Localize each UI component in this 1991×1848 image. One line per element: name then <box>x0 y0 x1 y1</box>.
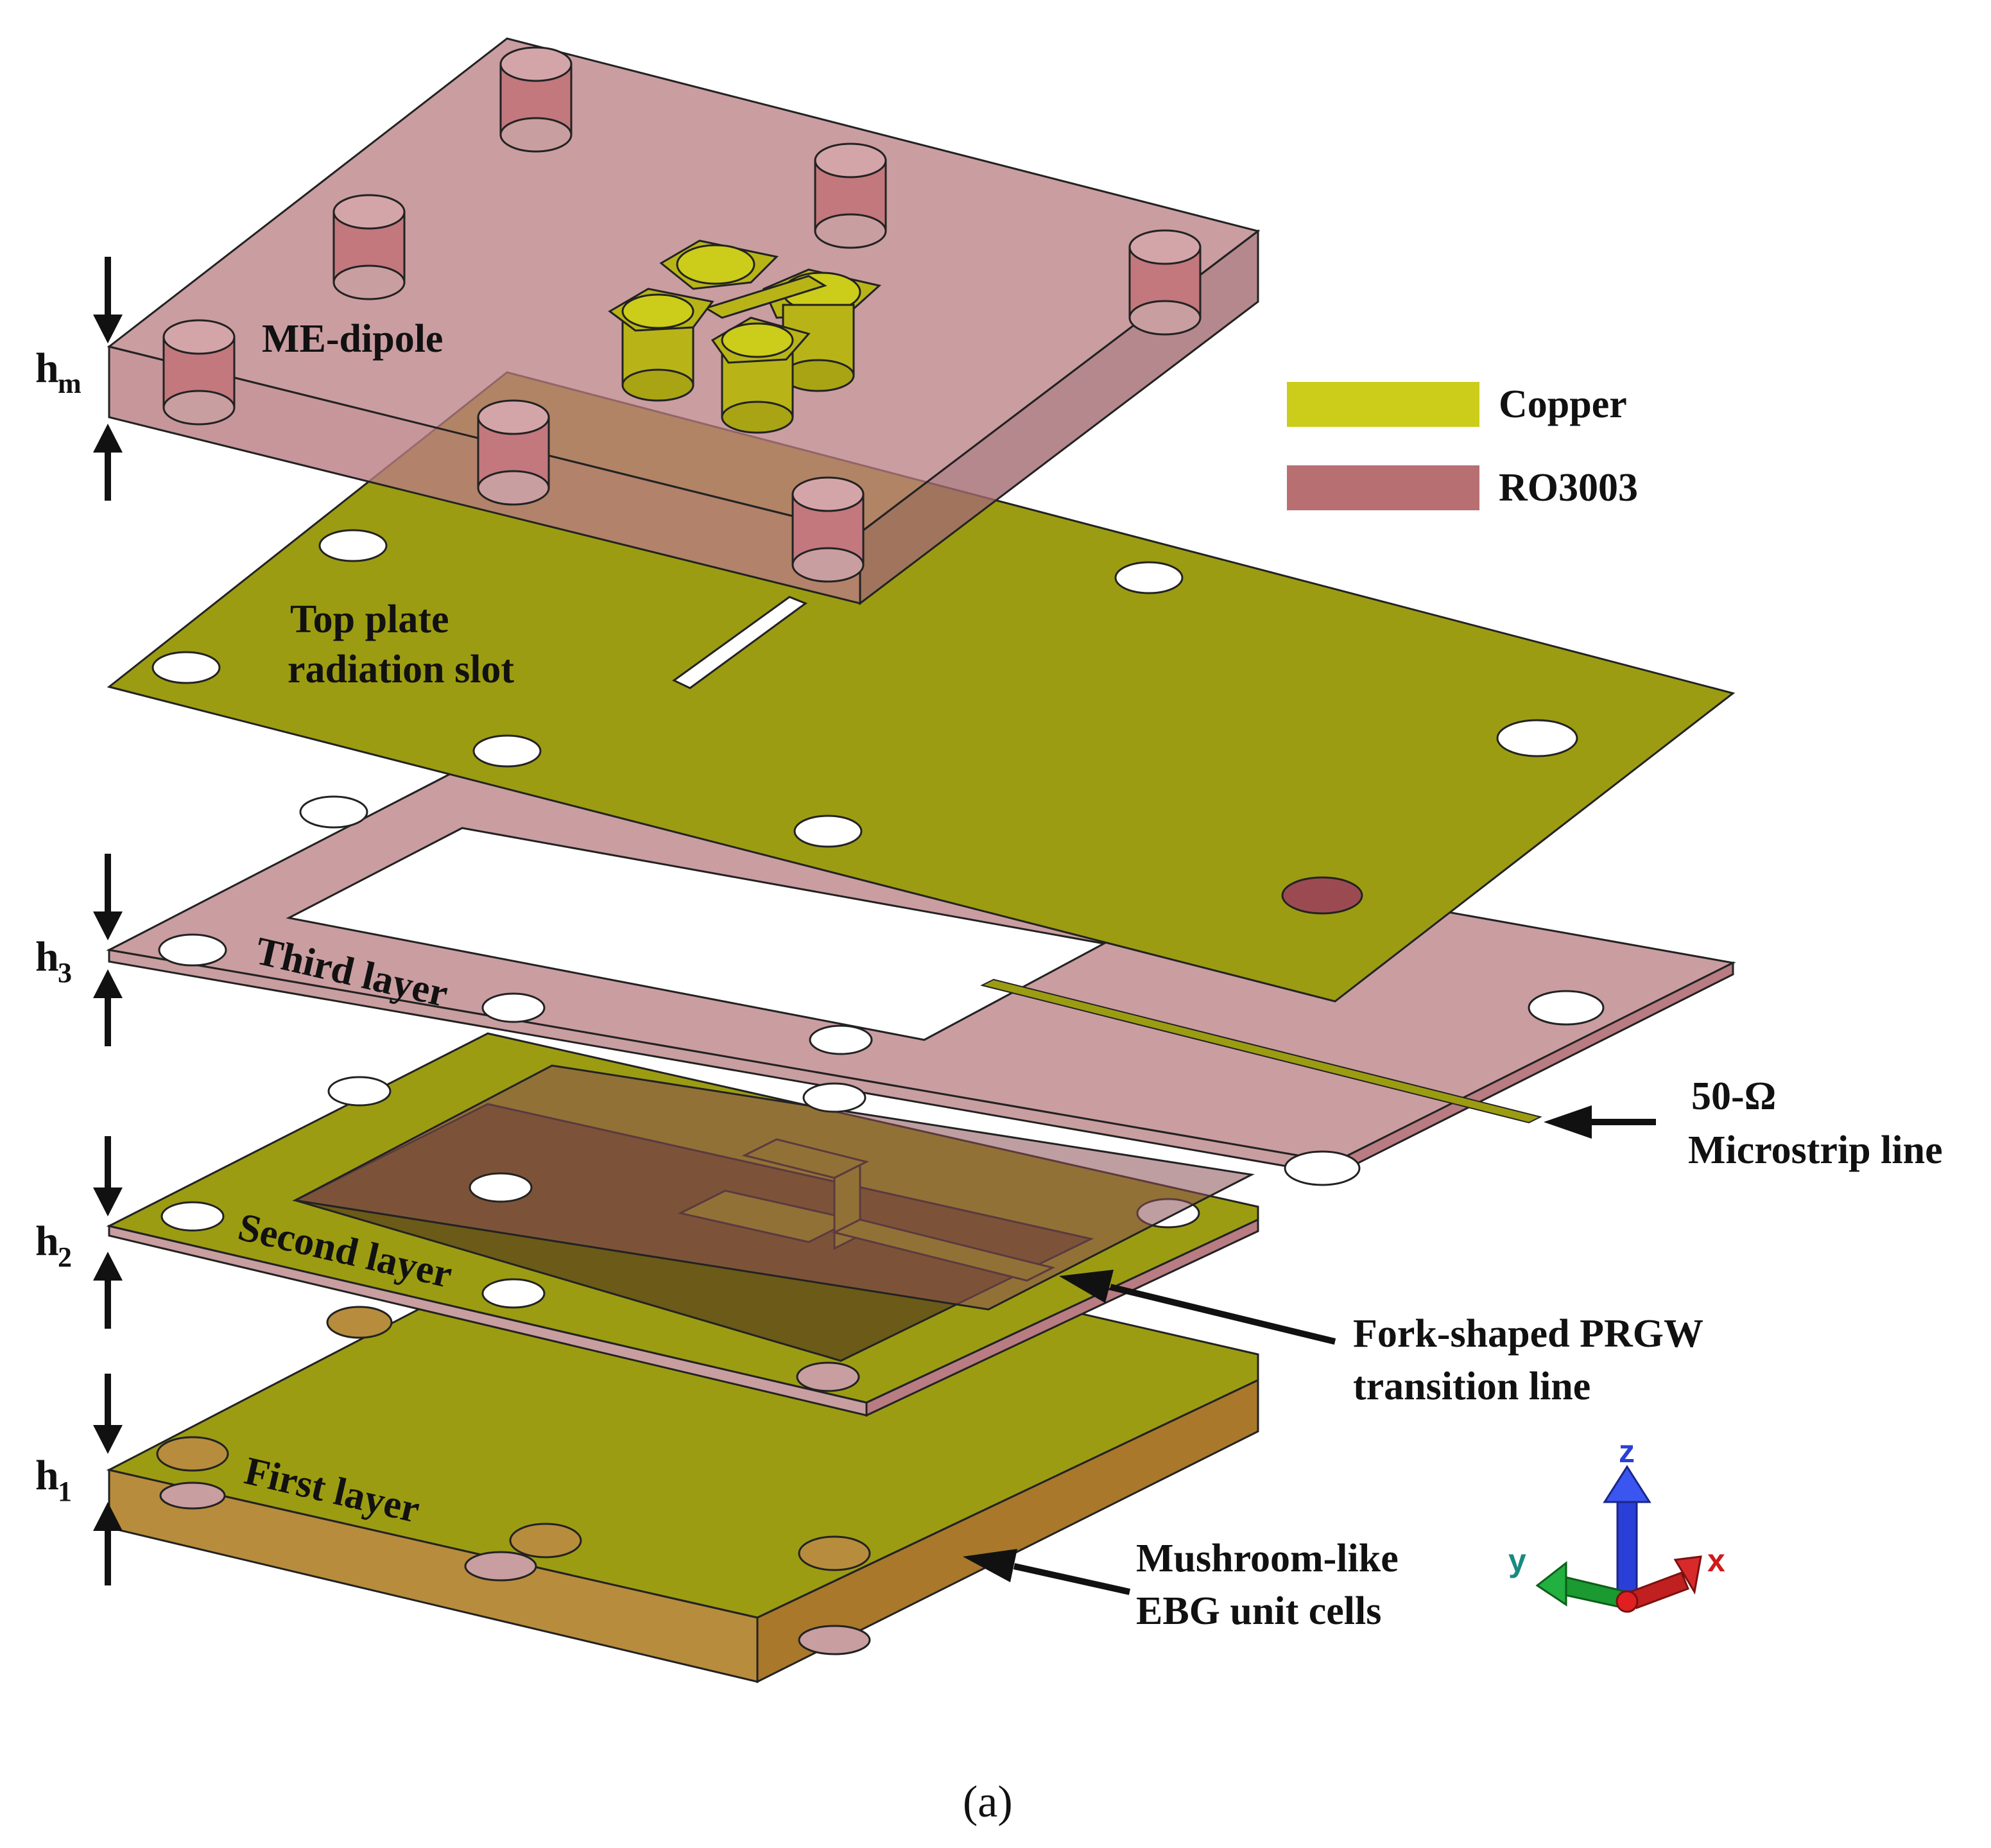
z-axis-arrow-shaft <box>1616 1494 1638 1600</box>
callout-fork-shaped: Fork-shaped PRGW transition line <box>1059 1270 1703 1408</box>
top-plate-hole <box>472 734 542 768</box>
radiation-slot <box>672 596 808 689</box>
first-layer-hole <box>509 1523 582 1559</box>
third-layer <box>106 743 1736 1186</box>
first-layer-hole <box>326 1306 393 1339</box>
substrate-pin <box>1128 229 1202 336</box>
material-legend: Copper RO3003 <box>1287 382 1638 510</box>
label-ebg-line2: EBG unit cells <box>1136 1589 1381 1633</box>
first-layer-hole <box>798 1625 871 1655</box>
height-marker-hm: h m <box>35 257 123 501</box>
height-marker-h1: h 1 <box>35 1374 123 1585</box>
substrate-pin <box>791 476 865 583</box>
h2-label-sub: 2 <box>58 1241 72 1273</box>
x-axis-label: x <box>1707 1542 1725 1578</box>
third-layer-hole <box>158 933 227 967</box>
legend-label-ro3003: RO3003 <box>1499 466 1638 510</box>
top-plate-hole <box>151 651 221 684</box>
dipole-bridge <box>703 275 827 319</box>
axes-origin <box>1616 1590 1639 1613</box>
first-layer-hole <box>156 1436 229 1472</box>
top-plate-hole <box>1114 561 1184 594</box>
second-layer-hole <box>809 1024 873 1055</box>
first-layer-hole <box>464 1551 537 1582</box>
y-axis-arrow-head <box>1535 1560 1567 1607</box>
callout-microstrip: 50-Ω Microstrip line <box>1544 1075 1943 1172</box>
callout-ebg: Mushroom-like EBG unit cells <box>963 1537 1399 1633</box>
second-layer-hole <box>796 1361 860 1392</box>
figure-caption: (a) <box>963 1777 1013 1827</box>
label-microstrip-line2: Microstrip line <box>1688 1128 1943 1172</box>
label-fork-line1: Fork-shaped PRGW <box>1353 1312 1703 1356</box>
me-dipole-substrate <box>107 37 1261 606</box>
hm-label-main: h <box>35 345 59 392</box>
x-axis-arrow-shaft <box>1629 1571 1689 1609</box>
z-axis-arrow-head <box>1603 1465 1651 1503</box>
top-plate-hole <box>793 815 863 848</box>
label-fork-line2: transition line <box>1353 1365 1590 1408</box>
legend-swatch-ro3003 <box>1287 465 1479 510</box>
dipole-post <box>711 316 811 434</box>
third-layer-hole <box>1528 990 1605 1026</box>
first-layer-hole <box>798 1535 871 1571</box>
second-layer-hole <box>481 992 546 1023</box>
second-layer-hole <box>481 1278 546 1309</box>
x-axis-arrow-head <box>1673 1555 1702 1595</box>
h1-label-sub: 1 <box>58 1476 72 1507</box>
substrate-pin <box>499 46 573 153</box>
substrate-pin <box>162 319 236 426</box>
substrate-pin <box>814 142 887 249</box>
substrate-pin <box>477 399 550 506</box>
third-layer-hole <box>299 795 368 829</box>
top-plate-hole <box>318 529 388 562</box>
legend-label-copper: Copper <box>1499 383 1627 426</box>
height-markers: h m h 3 h 2 h 1 <box>35 257 123 1585</box>
height-marker-h2: h 2 <box>35 1136 123 1329</box>
top-plate-hole <box>1496 719 1578 757</box>
label-microstrip-line1: 50-Ω <box>1691 1075 1776 1118</box>
second-layer-overlay-face <box>292 1064 1255 1311</box>
second-layer-hole <box>327 1076 392 1107</box>
second-layer-hole <box>160 1201 225 1232</box>
z-axis-label: z <box>1619 1433 1635 1469</box>
third-layer-window <box>286 827 1107 1041</box>
label-ebg-line1: Mushroom-like <box>1136 1537 1399 1580</box>
second-layer-hole <box>802 1082 866 1113</box>
label-me-dipole: ME-dipole <box>262 317 443 361</box>
me-dipole-element <box>608 239 882 434</box>
height-marker-h3: h 3 <box>35 854 123 1046</box>
label-top-plate-line2: radiation slot <box>288 648 514 691</box>
h1-label-main: h <box>35 1452 59 1499</box>
first-layer-hole <box>159 1481 226 1510</box>
top-plate-hole <box>1281 876 1363 915</box>
top-plate <box>107 371 1736 1003</box>
coordinate-axes: z x y <box>1508 1433 1725 1613</box>
h3-label-main: h <box>35 933 59 980</box>
second-layer-substrate-overlay <box>292 992 1255 1311</box>
substrate-pin <box>332 194 406 300</box>
h3-label-sub: 3 <box>58 957 72 989</box>
label-top-plate-line1: Top plate <box>290 598 449 641</box>
legend-swatch-copper <box>1287 382 1479 427</box>
hm-label-sub: m <box>58 368 82 399</box>
second-layer-hole <box>469 1172 533 1203</box>
third-layer-hole <box>1284 1150 1361 1186</box>
microstrip-line <box>980 978 1542 1124</box>
h2-label-main: h <box>35 1218 59 1265</box>
y-axis-label: y <box>1508 1542 1526 1578</box>
dipole-post <box>608 288 714 402</box>
